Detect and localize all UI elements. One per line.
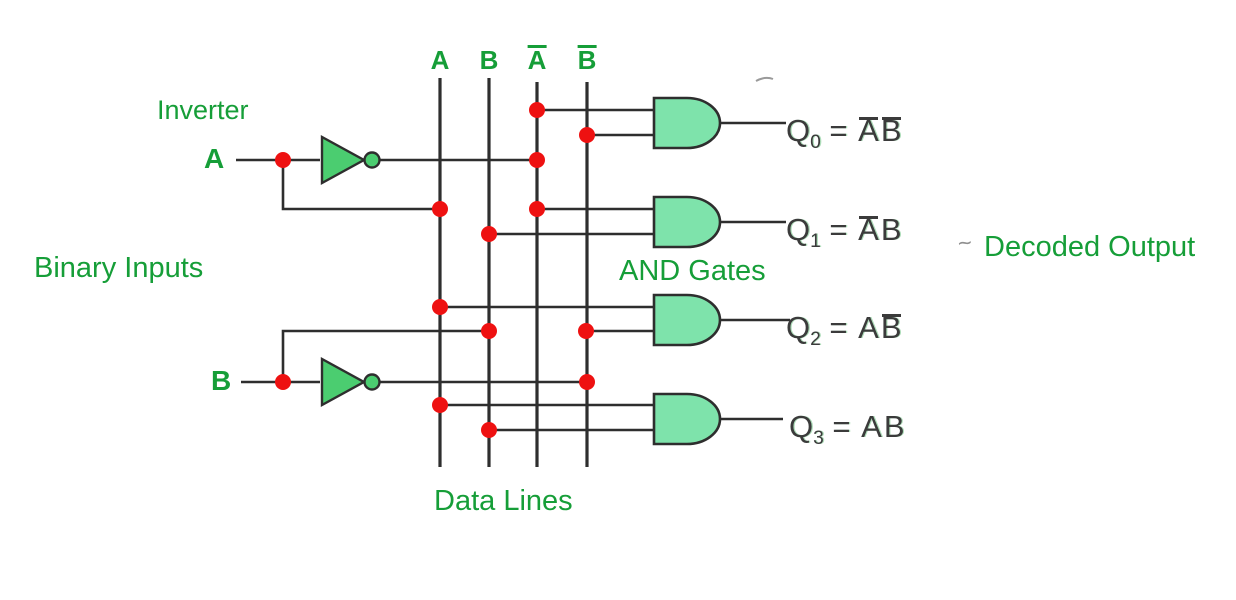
and-gates-label: AND Gates bbox=[619, 255, 766, 287]
junction-dot bbox=[275, 374, 291, 390]
decoded-output-label: Decoded Output bbox=[984, 231, 1196, 263]
junction-dot bbox=[529, 201, 545, 217]
inverter-a-triangle bbox=[320, 134, 367, 186]
junction-dot bbox=[579, 374, 595, 390]
term-b: B bbox=[479, 45, 499, 75]
equals-sign: = bbox=[823, 409, 860, 444]
junction-dot bbox=[432, 299, 448, 315]
inverter-b-triangle bbox=[320, 356, 367, 408]
output-expression-q0: Q0 = AB bbox=[786, 112, 902, 162]
output-q-subscript: 3 bbox=[813, 428, 824, 450]
output-expression-q1: Q1 = AB bbox=[786, 211, 902, 261]
wire-b-branch bbox=[281, 329, 489, 382]
data-line-label-a-bar: A bbox=[527, 45, 547, 75]
junction-dot bbox=[579, 127, 595, 143]
and-gate-q1 bbox=[652, 195, 722, 249]
output-q-subscript: 0 bbox=[810, 132, 821, 154]
junction-dot bbox=[481, 422, 497, 438]
and-gate-q3 bbox=[652, 392, 722, 446]
input-label-b: B bbox=[211, 365, 232, 396]
binary-inputs-label: Binary Inputs bbox=[34, 252, 204, 284]
term-a-bar: A bbox=[858, 113, 879, 148]
inverter-label: Inverter bbox=[157, 95, 249, 125]
output-q-letter: Q bbox=[789, 409, 814, 444]
output-q-letter: Q bbox=[786, 310, 811, 345]
junction-dot bbox=[529, 102, 545, 118]
wire-a-branch bbox=[281, 160, 440, 211]
artifact-dash bbox=[755, 76, 774, 82]
junction-dot bbox=[481, 323, 497, 339]
data-line-label-b: B bbox=[480, 45, 499, 75]
output-q-letter: Q bbox=[786, 113, 811, 148]
equals-sign: = bbox=[820, 212, 857, 247]
data-line-label-a: A bbox=[431, 45, 450, 75]
output-expression-q3: Q3 = AB bbox=[789, 408, 905, 458]
term-a: A bbox=[858, 310, 879, 345]
data-lines-label: Data Lines bbox=[434, 485, 573, 517]
junction-dot bbox=[578, 323, 594, 339]
term-a: A bbox=[430, 45, 450, 75]
junction-dot bbox=[432, 201, 448, 217]
output-q-subscript: 2 bbox=[810, 329, 821, 351]
term-a-bar: A bbox=[858, 212, 879, 247]
junction-dot bbox=[275, 152, 291, 168]
term-b-bar: B bbox=[577, 45, 597, 75]
term-b: B bbox=[880, 212, 902, 247]
output-q-subscript: 1 bbox=[810, 231, 821, 253]
output-expression-q2: Q2 = AB bbox=[786, 309, 902, 359]
term-a: A bbox=[861, 409, 882, 444]
inverter-b-bubble bbox=[363, 373, 381, 391]
and-gate-q0 bbox=[652, 96, 722, 150]
data-line-label-b-bar: B bbox=[577, 45, 597, 75]
inverter-a-bubble bbox=[363, 151, 381, 169]
junction-dot bbox=[529, 152, 545, 168]
term-a-bar: A bbox=[527, 45, 547, 75]
equals-sign: = bbox=[820, 310, 857, 345]
and-gate-q2 bbox=[652, 293, 722, 347]
output-q-letter: Q bbox=[786, 212, 811, 247]
junction-dot bbox=[481, 226, 497, 242]
junction-dot bbox=[432, 397, 448, 413]
term-b-bar: B bbox=[880, 310, 902, 345]
term-b: B bbox=[883, 409, 905, 444]
input-label-a: A bbox=[204, 143, 225, 174]
equals-sign: = bbox=[820, 113, 857, 148]
term-b-bar: B bbox=[880, 113, 902, 148]
